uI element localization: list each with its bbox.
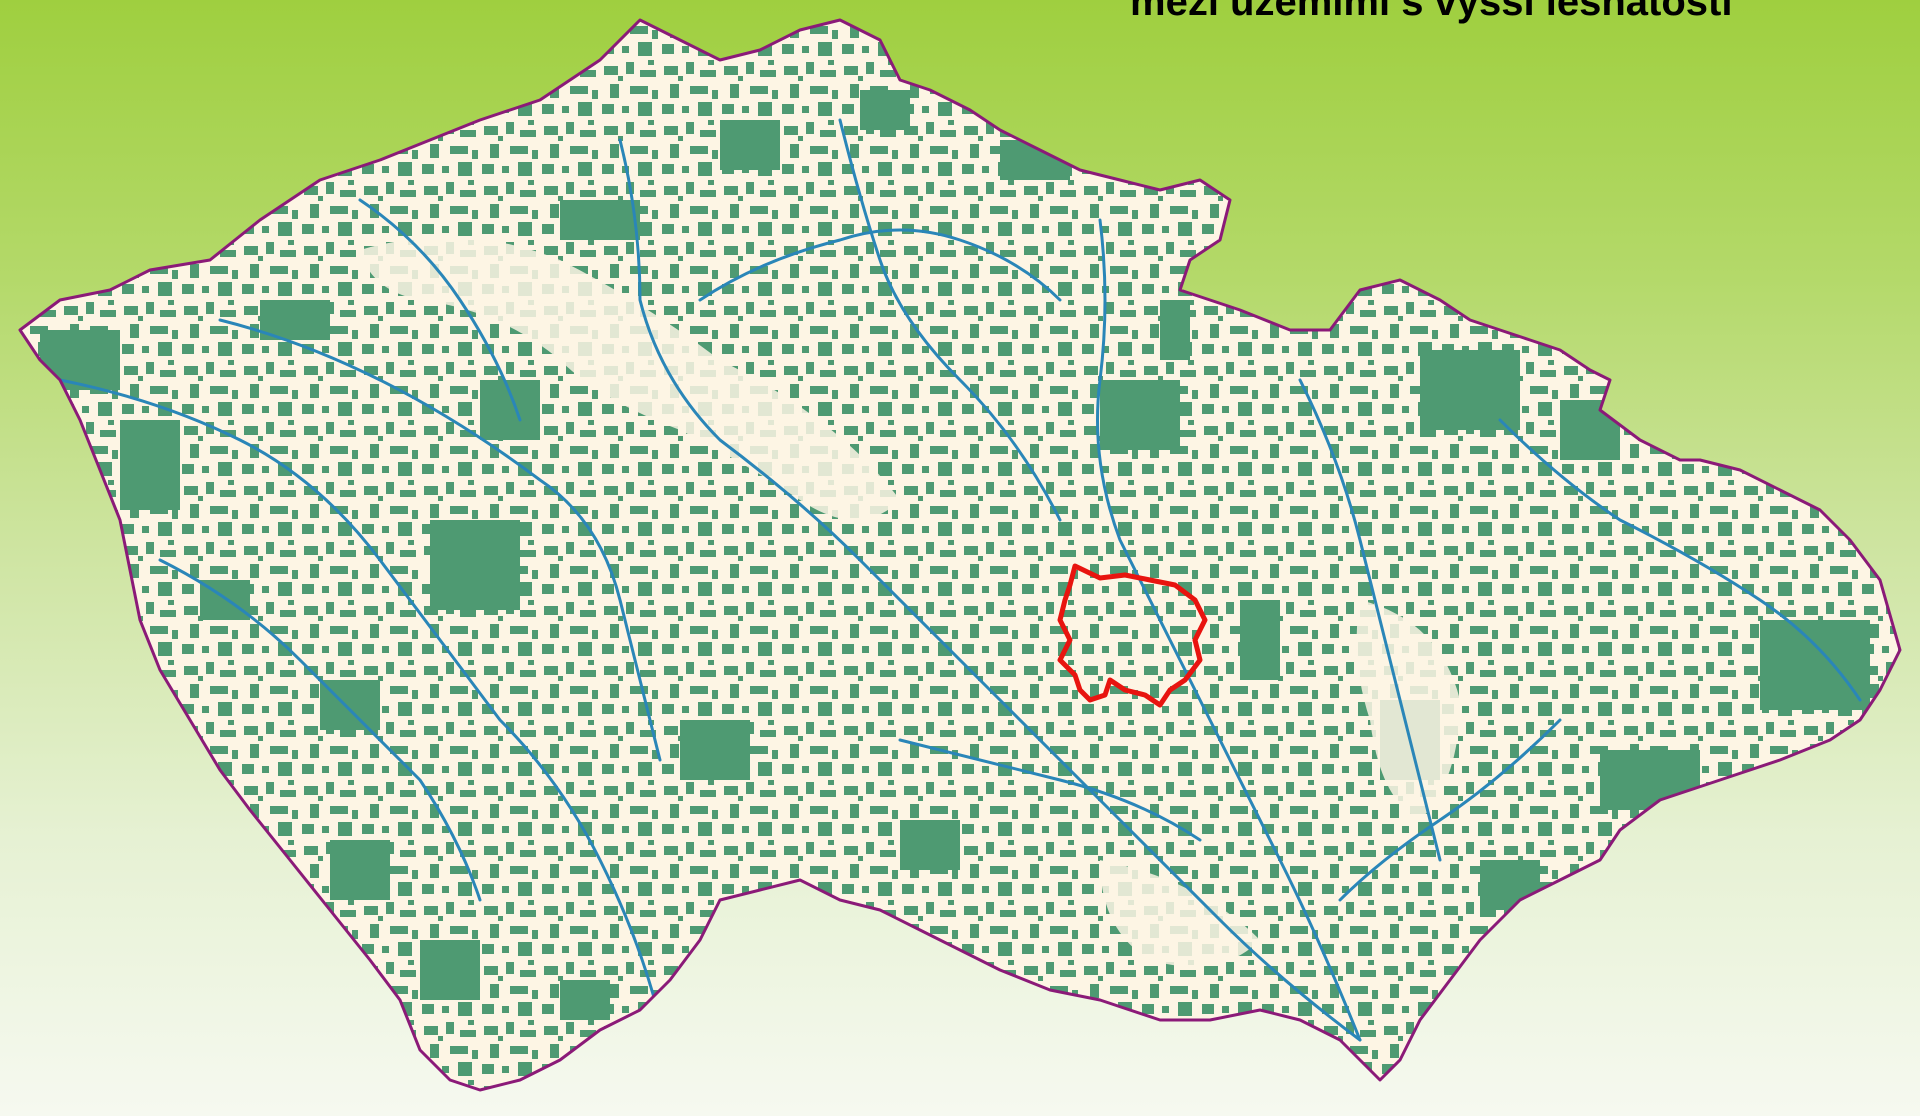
national-border [18,18,1902,1092]
forest-clusters [40,90,1870,1020]
highlighted-region-outline[interactable] [1057,563,1208,708]
country-land [20,20,1900,1090]
lowland-areas [360,237,1460,967]
map-caption: mezi územími s vyšší lesnatostí [1130,0,1733,24]
